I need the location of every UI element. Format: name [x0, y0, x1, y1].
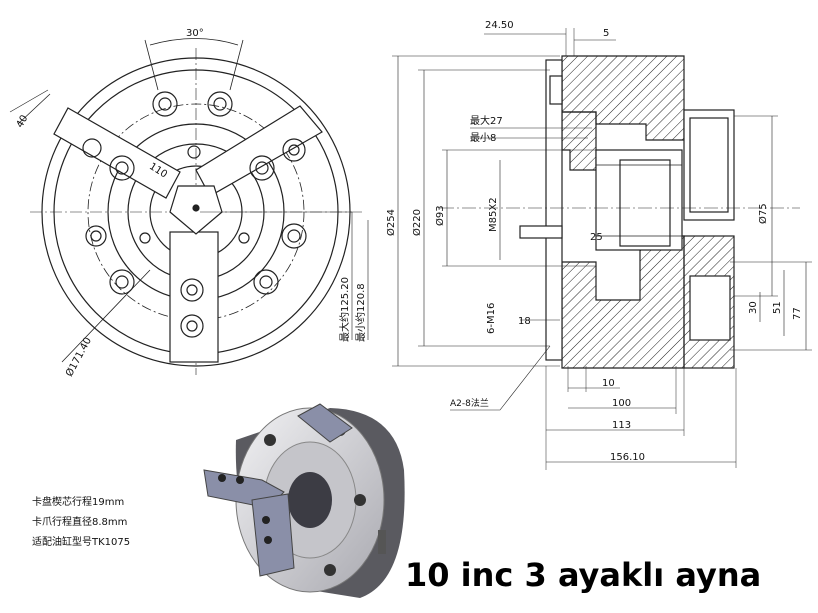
holes-label: 6-M16 [486, 303, 497, 334]
angle-label: 30° [186, 28, 204, 39]
bolt-holes [82, 91, 307, 338]
dim-25-label: 25 [590, 232, 603, 243]
top-dim-1: 24.50 [485, 20, 514, 31]
dia-75-label: Ø75 [757, 203, 769, 224]
dim-30-label: 30 [748, 301, 759, 314]
min-bore-label: 最小8 [470, 132, 496, 144]
dia-220-label: Ø220 [411, 209, 423, 236]
dim-113-label: 113 [612, 420, 631, 431]
flange-label: A2-8法兰 [450, 397, 489, 409]
dim-100-label: 100 [612, 398, 631, 409]
jaw-bottom [169, 231, 219, 363]
caption-title: 10 inc 3 ayaklı ayna [405, 556, 762, 594]
jaw-right [195, 105, 323, 197]
max-bore-label: 最大27 [470, 114, 503, 127]
dim-51-label: 51 [772, 301, 783, 314]
dia-254-label: Ø254 [385, 209, 397, 236]
top-dim-2: 5 [603, 28, 609, 39]
jaw-width-label: 40 [15, 113, 31, 130]
note-line: 卡爪行程直径8.8mm [32, 517, 128, 528]
render-jaw-bottom [251, 493, 295, 577]
section-view [392, 28, 812, 470]
thread-label: M85X2 [488, 197, 499, 232]
min-label: 最小约120.8 [354, 283, 367, 342]
note-line: 卡盘楔芯行程19mm [32, 497, 125, 508]
dim-18-label: 18 [518, 316, 531, 327]
dia-93-label: Ø93 [434, 205, 446, 226]
front-view [9, 38, 369, 375]
dim-10-label: 10 [602, 378, 615, 389]
jaw-left [53, 107, 181, 199]
render-jaw-top [297, 403, 353, 443]
max-label: 最大约125.20 [338, 277, 351, 342]
dim-77-label: 77 [792, 307, 803, 320]
bolt-circle-label: Ø171.40 [63, 335, 94, 378]
dim-156-label: 156.10 [610, 452, 645, 463]
spec-notes: 卡盘楔芯行程19mm 卡爪行程直径8.8mm 适配油缸型号TK1075 [32, 493, 130, 553]
chuck-render [203, 403, 405, 598]
body-lower-section [561, 235, 685, 369]
note-line: 适配油缸型号TK1075 [32, 537, 131, 548]
